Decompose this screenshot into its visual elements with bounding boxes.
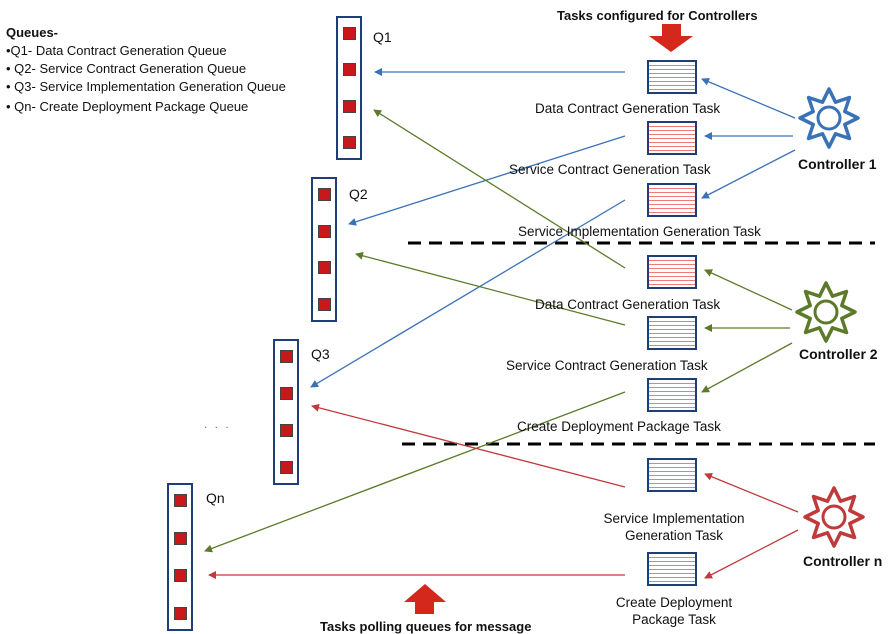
queue-message	[317, 261, 331, 275]
queue-message	[279, 461, 293, 474]
controller-1-icon	[798, 87, 860, 149]
task-label: Data Contract Generation Task	[535, 101, 721, 116]
task-box	[647, 183, 697, 217]
queue-message	[173, 494, 187, 507]
task-label: Create Deployment Package Task	[615, 595, 733, 627]
polling-arrow	[404, 584, 446, 614]
queues-legend: Queues- •Q1- Data Contract Generation Qu…	[6, 24, 306, 116]
queue-label-q2: Q2	[349, 186, 368, 202]
queue-message	[279, 350, 293, 363]
queue-message	[317, 188, 331, 201]
poll-t7-q3	[311, 403, 626, 488]
controller-1-label: Controller 1	[798, 156, 877, 172]
more-queues-ellipsis: . . .	[204, 417, 231, 431]
task-box	[647, 316, 697, 350]
queue-message	[173, 531, 187, 545]
header-tasks-configured: Tasks configured for Controllers	[557, 8, 758, 23]
task-box	[647, 60, 697, 94]
queue-message	[342, 99, 356, 113]
controller-n-icon	[803, 486, 865, 548]
queue-q1	[336, 16, 362, 160]
task-box	[647, 458, 697, 492]
queue-message	[342, 63, 356, 77]
configured-arrow	[649, 24, 693, 52]
legend-item: • Q3- Service Implementation Generation …	[6, 79, 286, 94]
link-c1-t1	[701, 78, 796, 119]
queue-label-qn: Qn	[206, 490, 225, 506]
header-tasks-polling: Tasks polling queues for message	[320, 619, 532, 634]
task-label: Create Deployment Package Task	[517, 419, 721, 434]
queue-message	[173, 569, 187, 583]
link-c1-t3	[701, 149, 796, 199]
task-box	[647, 552, 697, 586]
poll-t6-qn	[204, 391, 626, 553]
task-box	[647, 255, 697, 289]
queue-label-q3: Q3	[311, 346, 330, 362]
legend-item: •Q1- Data Contract Generation Queue	[6, 43, 227, 58]
controller-n-label: Controller n	[803, 553, 883, 569]
task-label: Data Contract Generation Task	[535, 297, 721, 312]
link-c2-t6	[701, 342, 793, 393]
queue-message	[279, 424, 293, 437]
link-cn-t8	[704, 529, 799, 579]
queue-message	[279, 387, 293, 400]
controller-2-label: Controller 2	[799, 346, 878, 362]
controller-2-icon	[795, 281, 857, 343]
task-box	[647, 121, 697, 155]
link-cn-t7	[704, 472, 799, 513]
task-label: Service Contract Generation Task	[509, 162, 711, 177]
queue-message	[317, 297, 331, 311]
poll-t3-q3	[310, 199, 626, 388]
queue-qn	[167, 483, 193, 631]
task-label: Service Implementation Generation Task	[518, 224, 761, 239]
queue-q2	[311, 177, 337, 322]
queue-message	[173, 606, 187, 620]
queue-label-q1: Q1	[373, 29, 392, 45]
legend-title: Queues-	[6, 25, 59, 40]
legend-item: • Q2- Service Contract Generation Queue	[6, 61, 247, 76]
legend-item: • Qn- Create Deployment Package Queue	[6, 99, 249, 114]
task-box	[647, 378, 697, 412]
poll-t4-q1	[373, 109, 626, 269]
queue-q3	[273, 339, 299, 485]
link-c2-t4	[704, 269, 793, 311]
queue-message	[317, 224, 331, 238]
queue-message	[342, 135, 356, 149]
queue-message	[342, 27, 356, 40]
task-label: Service Implementation Generation Task	[603, 511, 745, 543]
poll-t2-q2	[348, 135, 626, 226]
task-label: Service Contract Generation Task	[506, 358, 708, 373]
poll-t5-q2	[355, 251, 626, 326]
